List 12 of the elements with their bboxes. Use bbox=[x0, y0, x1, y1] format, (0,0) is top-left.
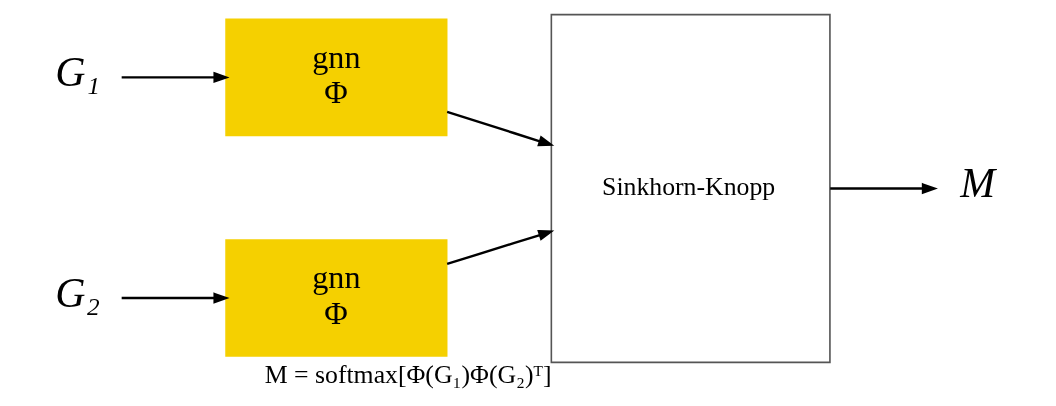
node-text: G₂ bbox=[55, 269, 101, 316]
node-text: G₁ bbox=[55, 48, 101, 95]
node-box: Sinkhorn-Knopp bbox=[550, 13, 831, 364]
arrow bbox=[446, 110, 555, 147]
node-label: M = softmax[Φ(G₁)Φ(G₂)ᵀ] bbox=[264, 360, 552, 390]
arrow bbox=[830, 182, 938, 195]
arrow bbox=[446, 229, 555, 266]
node-text: M bbox=[960, 160, 996, 207]
node-box: gnn Φ bbox=[225, 239, 448, 357]
arrow bbox=[121, 71, 230, 84]
arrow bbox=[121, 292, 230, 304]
node-box: gnn Φ bbox=[225, 18, 448, 137]
